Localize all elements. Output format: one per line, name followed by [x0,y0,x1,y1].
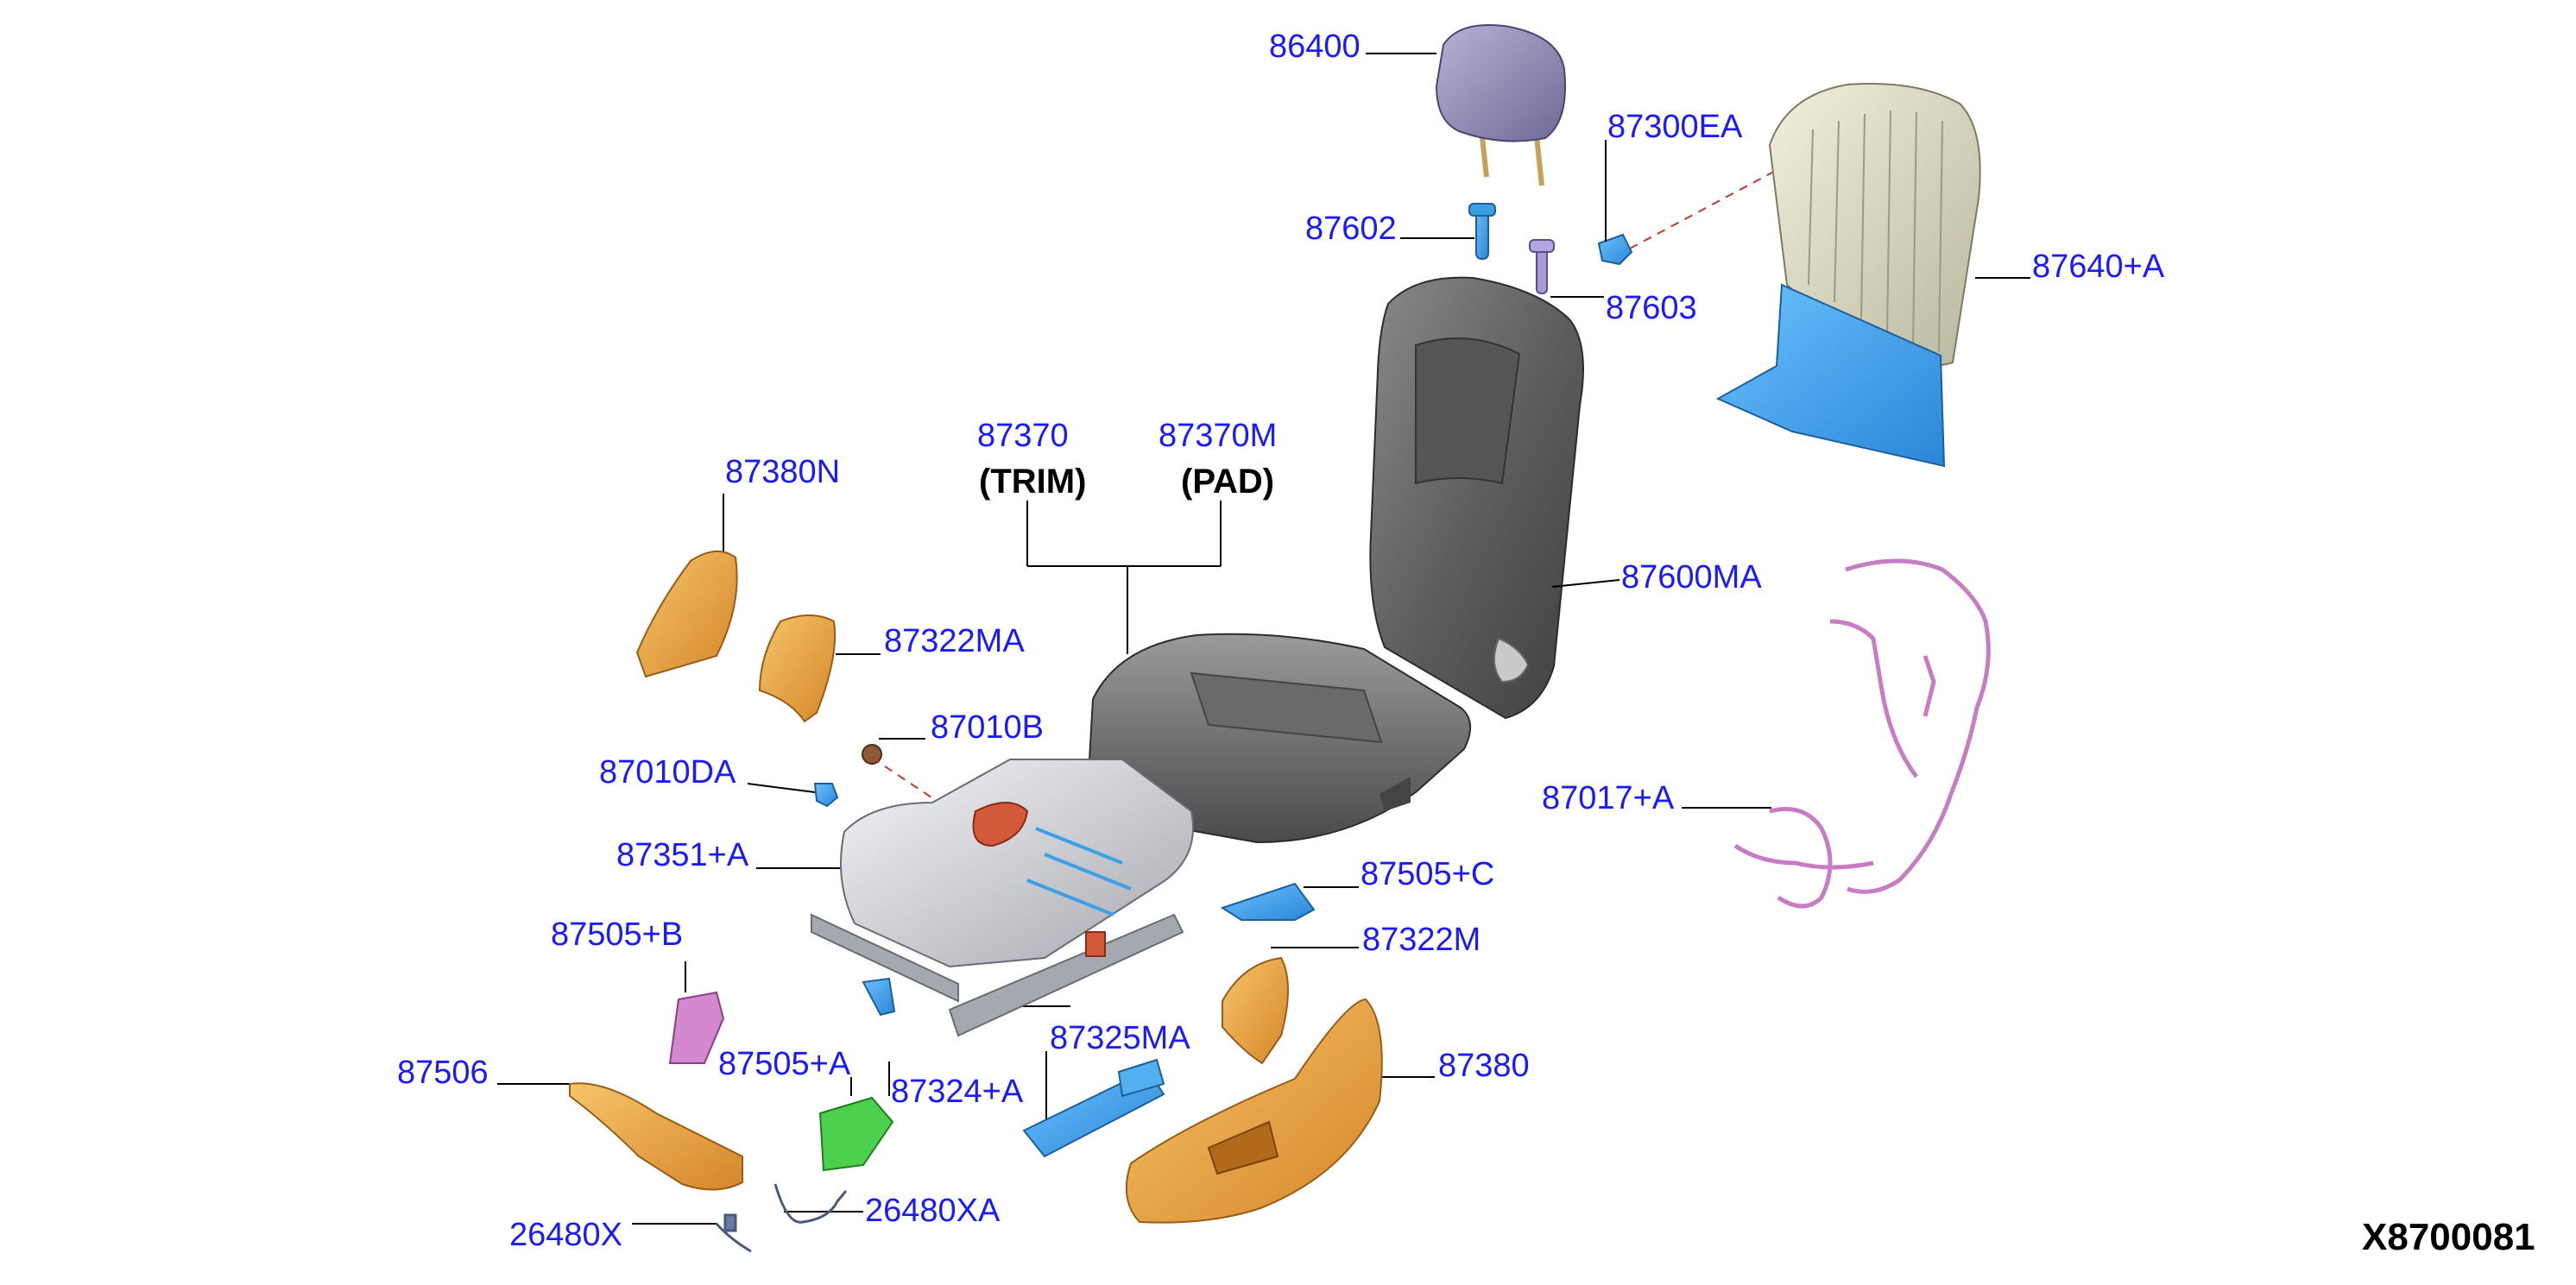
part-label-86400: 86400 [1269,28,1361,65]
trim-87322m-part [1222,956,1289,1065]
part-label-87370m: 87370M [1159,418,1278,454]
part-label-87322m: 87322M [1362,922,1481,958]
clip-87324a-part [862,977,896,1017]
part-label-87351a: 87351+A [616,837,749,873]
side-cover-87380n-part [635,551,738,678]
pad-note: (PAD) [1181,463,1275,501]
wire-harness-part [1733,558,1991,909]
part-label-87380n: 87380N [725,454,841,490]
bolt-87010b-part [862,744,882,765]
headrest-part [1435,23,1567,186]
part-label-87322ma: 87322MA [884,623,1025,659]
harness-26480xa-part [715,1183,848,1253]
part-label-87506: 87506 [397,1055,489,1091]
part-label-87603: 87603 [1606,290,1697,326]
seat-back-part [1369,276,1584,720]
part-label-87325ma: 87325MA [1050,1020,1190,1056]
clip-87010da-part [813,783,839,808]
cover-87505a-part [818,1096,894,1172]
part-label-87370: 87370 [977,418,1069,454]
part-label-87010da: 87010DA [599,754,736,791]
part-label-87300ea: 87300EA [1607,109,1743,145]
guide-pin-87602-part [1468,203,1496,260]
part-label-87505c: 87505+C [1361,856,1495,892]
clip-87300ea-part [1597,233,1633,266]
part-label-26480xa: 26480XA [865,1193,1001,1229]
seat-frame-part [811,759,1194,1037]
cover-87505b-part [668,991,725,1064]
side-shield-87380-part [1125,998,1383,1224]
part-label-87600ma: 87600MA [1621,559,1762,595]
part-label-87602: 87602 [1305,211,1397,247]
part-label-87640a: 87640+A [2032,249,2165,285]
cover-87505c-part [1220,882,1316,921]
part-label-87505a: 87505+A [718,1046,851,1082]
trim-87322ma-part [758,614,837,723]
part-label-87017a: 87017+A [1542,780,1675,816]
part-label-87505b: 87505+B [551,917,684,953]
cover-87325ma-part [1022,1058,1165,1158]
diagram-id-code: X8700081 [2362,1216,2535,1258]
guide-pin-87603-part [1529,239,1555,294]
cover-87506-part [569,1082,743,1191]
part-label-87010b: 87010B [931,709,1045,746]
part-label-26480x: 26480X [509,1217,623,1253]
part-label-87380: 87380 [1438,1048,1530,1084]
seat-back-board-part [1715,82,1981,468]
trim-note: (TRIM) [979,463,1087,501]
part-label-87324a: 87324+A [891,1074,1024,1110]
